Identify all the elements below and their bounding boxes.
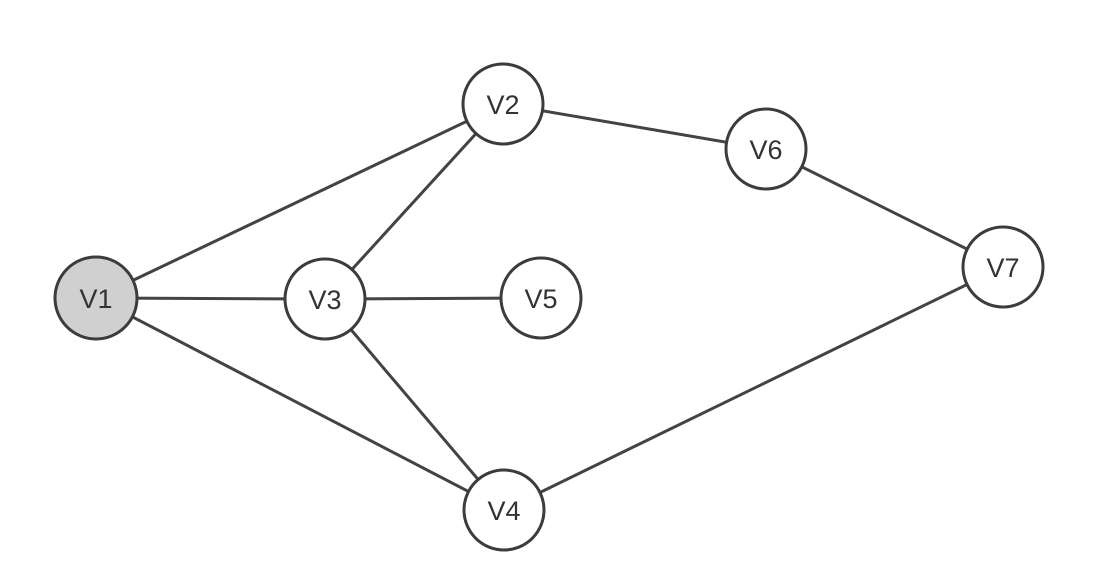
graph-edge-v6-v7 [764, 147, 1005, 269]
graph-edge-v3-v4 [323, 297, 506, 512]
graph-node-v1[interactable]: V1 [53, 255, 139, 341]
graph-node-circle-v2[interactable] [461, 62, 545, 146]
graph-edge-v2-v3 [323, 102, 505, 301]
graph-node-v4[interactable]: V4 [462, 468, 546, 552]
graph-node-circle-v7[interactable] [961, 225, 1045, 309]
graph-node-v6[interactable]: V6 [724, 107, 808, 191]
graph-node-v7[interactable]: V7 [961, 225, 1045, 309]
graph-node-circle-v3[interactable] [283, 257, 367, 341]
graph-node-v5[interactable]: V5 [499, 256, 583, 340]
graph-edge-v2-v6 [501, 102, 768, 151]
graph-edge-v1-v2 [94, 102, 505, 300]
graph-edge-v4-v7 [502, 265, 1005, 512]
graph-node-v3[interactable]: V3 [283, 257, 367, 341]
graph-node-circle-v4[interactable] [462, 468, 546, 552]
graph-node-circle-v5[interactable] [499, 256, 583, 340]
graph-node-v2[interactable]: V2 [461, 62, 545, 146]
graph-node-circle-v6[interactable] [724, 107, 808, 191]
graph-edge-v1-v4 [94, 296, 506, 512]
graph-node-circle-v1[interactable] [53, 255, 139, 341]
